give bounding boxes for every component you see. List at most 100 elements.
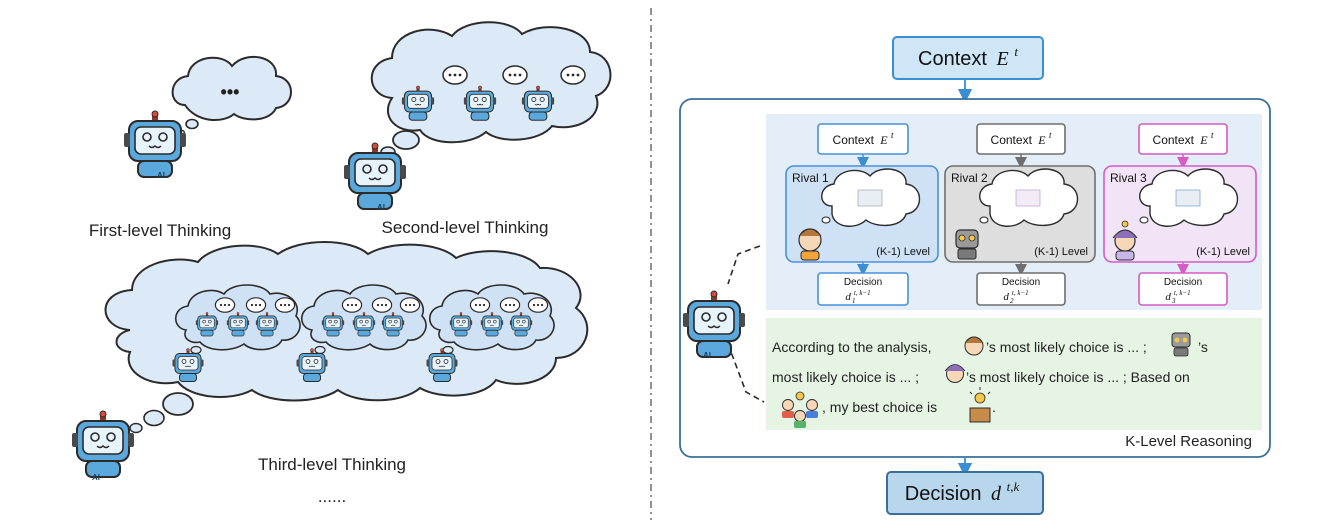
rival-3-decision-box xyxy=(1138,272,1228,306)
reasoning-line-1c: ’s xyxy=(1198,339,1208,355)
rival-3-context-label: Context xyxy=(1153,133,1195,147)
rival-2-context-math: E xyxy=(1037,133,1046,147)
thought-dots: ••• xyxy=(221,82,240,102)
rival-2-mini-diagram xyxy=(1015,189,1041,207)
rival-2-decision-box xyxy=(976,272,1066,306)
reasoning-line-3a: , my best choice is xyxy=(822,399,937,415)
rival-3-group: Context E t Rival 3 (K-1) Level Decision… xyxy=(1103,123,1257,306)
thought-bubble-icon xyxy=(469,297,491,313)
connector-to-rivals xyxy=(727,245,761,285)
reasoning-line-1a: According to the analysis, xyxy=(772,339,932,355)
rival-1-decision-box xyxy=(817,272,909,306)
connector-to-reasoning xyxy=(727,343,765,403)
svg-text:Context E t: Context E t xyxy=(833,130,894,147)
thought-bubble-icon xyxy=(245,297,267,313)
rival-1-decision-math: d xyxy=(845,291,851,303)
final-decision-label: Decision xyxy=(905,483,982,505)
rival-1-title: Rival 1 xyxy=(792,171,829,185)
rival-1-decision-label: Decision xyxy=(844,277,882,288)
rival-2-decision-label: Decision xyxy=(1002,277,1040,288)
rival-1-decision-sub: 1 xyxy=(852,297,856,305)
rival-3-decision-label: Decision xyxy=(1164,277,1202,288)
reasoning-line-3b: . xyxy=(992,399,996,415)
box-idea-icon xyxy=(969,387,991,423)
rival-1-context-math: E xyxy=(879,133,888,147)
rival-1-mini-diagram xyxy=(857,189,883,207)
top-context-sup: t xyxy=(1014,44,1018,59)
rival-1-context-label: Context xyxy=(833,133,875,147)
svg-text:Decision d t,k: Decision d t,k xyxy=(905,479,1020,505)
second-level-label: Second-level Thinking xyxy=(382,218,549,237)
reasoning-line-2a: most likely choice is ... ; xyxy=(772,369,919,385)
rival-2-robot-inline xyxy=(1171,332,1191,357)
rival-3-decision-sub: 3 xyxy=(1171,297,1176,305)
rival-2-decision-sub: 2 xyxy=(1010,297,1014,305)
reasoning-line-1b: ’s most likely choice is ... ; xyxy=(986,339,1147,355)
thought-bubble-icon xyxy=(499,297,521,313)
robot-tag: AI xyxy=(703,351,711,360)
robot-tag: AI xyxy=(92,473,100,482)
thought-bubble-icon xyxy=(560,65,586,85)
robot-tag: AI xyxy=(377,203,385,212)
thought-bubble-icon xyxy=(442,65,468,85)
svg-text:Context E t: Context E t xyxy=(918,44,1018,70)
rival-2-decision-sup: t, k−1 xyxy=(1012,289,1029,297)
rival-2-context-label: Context xyxy=(991,133,1033,147)
final-decision-math: d xyxy=(991,483,1002,505)
rival-3-avatar-inline xyxy=(944,364,966,383)
svg-text:d t, k−1: d t, k−1 xyxy=(1165,289,1190,303)
rival-2-robot-avatar xyxy=(955,229,979,260)
rival-1-avatar xyxy=(798,228,822,261)
thought-bubble-icon xyxy=(371,297,393,313)
rival-3-decision-sup: t, k−1 xyxy=(1174,289,1191,297)
svg-text:Context E t: Context E t xyxy=(991,130,1052,147)
first-level-thought-cloud: ••• xyxy=(171,56,292,137)
robot-icon xyxy=(123,110,187,178)
rival-2-group: Context E t Rival 2 (K-1) Level Decision… xyxy=(944,123,1096,306)
people-group-icon xyxy=(782,391,818,428)
rival-1-context-sup: t xyxy=(891,130,894,140)
rival-2-title: Rival 2 xyxy=(951,171,988,185)
rival-2-level: (K-1) Level xyxy=(1034,246,1088,258)
reasoning-text: According to the analysis, ’s most likel… xyxy=(772,332,1208,428)
third-level-thinking: AI Third-level Thinking ...... xyxy=(71,241,589,506)
final-decision-box: Decision d t,k xyxy=(886,471,1044,515)
right-panel: Context E t Context E t Rival 1 xyxy=(679,36,1271,515)
thought-bubble-icon xyxy=(214,297,236,313)
svg-text:d t, k−1: d t, k−1 xyxy=(1003,289,1028,303)
top-context-label: Context xyxy=(918,48,987,70)
rival-1-level: (K-1) Level xyxy=(876,246,930,258)
thought-bubble-icon xyxy=(399,297,421,313)
thought-bubble-icon xyxy=(341,297,363,313)
robot-icon xyxy=(71,410,135,478)
rival-3-context-sup: t xyxy=(1211,130,1214,140)
rival-1-group: Context E t Rival 1 (K-1) Level Decision… xyxy=(785,123,939,306)
second-level-thinking: AI Second-level Thinking xyxy=(343,21,612,237)
left-panel: ••• AI First-level Thinking AI Second-le… xyxy=(71,21,612,506)
first-level-label: First-level Thinking xyxy=(89,221,231,240)
robot-icon xyxy=(343,142,407,210)
rival-1-avatar-inline xyxy=(964,336,984,356)
rival-2-decision-math: d xyxy=(1003,291,1009,303)
robot-tag: AI xyxy=(157,171,165,180)
second-level-thought-cloud xyxy=(370,21,612,144)
first-level-thinking: ••• AI First-level Thinking xyxy=(89,56,292,240)
rival-2-context-sup: t xyxy=(1049,130,1052,140)
thought-bubble-icon xyxy=(502,65,528,85)
svg-text:Context E t: Context E t xyxy=(1153,130,1214,147)
rival-3-avatar xyxy=(1112,220,1138,261)
rival-3-level: (K-1) Level xyxy=(1196,246,1250,258)
continuation-dots: ...... xyxy=(318,487,346,506)
rival-3-title: Rival 3 xyxy=(1110,171,1147,185)
rival-3-decision-math: d xyxy=(1165,291,1171,303)
rival-3-context-math: E xyxy=(1199,133,1208,147)
rival-1-decision-sup: t, k−1 xyxy=(854,289,871,297)
rival-3-mini-diagram xyxy=(1175,189,1201,207)
thought-bubble-icon xyxy=(274,297,296,313)
top-context-math: E xyxy=(996,48,1009,70)
thought-bubble-icon xyxy=(527,297,549,313)
top-context-box: Context E t xyxy=(892,36,1044,80)
third-level-label: Third-level Thinking xyxy=(258,455,406,474)
reasoning-line-2b: ’s most likely choice is ... ; Based on xyxy=(966,369,1190,385)
